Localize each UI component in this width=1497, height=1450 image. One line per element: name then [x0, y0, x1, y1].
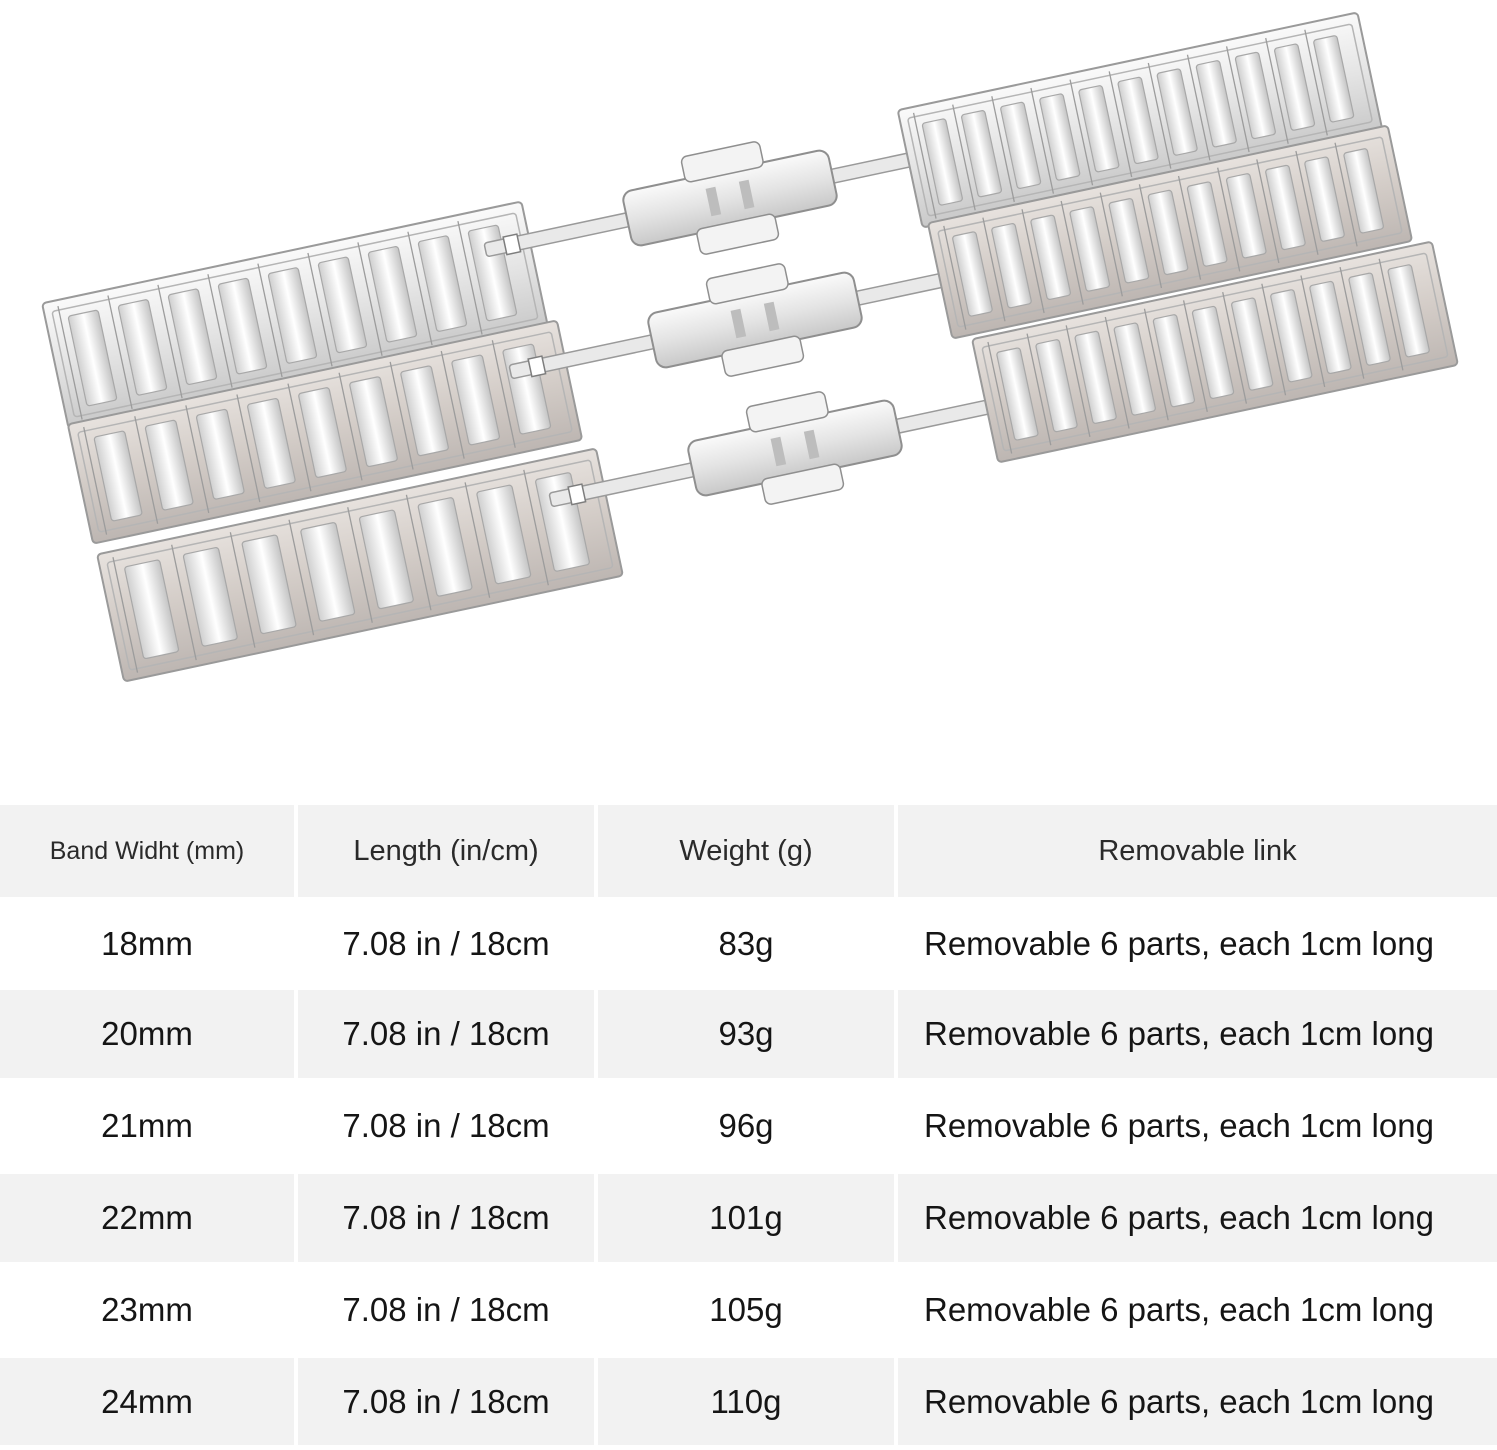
- band-width-cell: 20mm: [0, 990, 298, 1078]
- removable-link-cell: Removable 6 parts, each 1cm long: [924, 924, 1434, 962]
- band-width-cell: 23mm: [0, 1262, 298, 1358]
- weight-cell: 101g: [598, 1174, 898, 1262]
- product-image: [41, 12, 1459, 682]
- table-row: 21mm 7.08 in / 18cm 96g Removable 6 part…: [0, 1078, 1497, 1174]
- length-cell: 7.08 in / 18cm: [298, 990, 598, 1078]
- band-3-right-strap: [971, 241, 1459, 463]
- removable-link-cell: Removable 6 parts, each 1cm long: [924, 1199, 1434, 1236]
- length-cell: 7.08 in / 18cm: [298, 897, 598, 990]
- band-2-left-strap: [67, 320, 583, 544]
- removable-link-cell: Removable 6 parts, each 1cm long: [924, 1291, 1434, 1328]
- header-length: Length (in/cm): [298, 805, 598, 897]
- band-width-cell: 21mm: [0, 1078, 298, 1174]
- length-cell: 7.08 in / 18cm: [298, 1262, 598, 1358]
- table-row: 22mm 7.08 in / 18cm 101g Removable 6 par…: [0, 1174, 1497, 1262]
- table-row: 24mm 7.08 in / 18cm 110g Removable 6 par…: [0, 1358, 1497, 1445]
- table-row: 23mm 7.08 in / 18cm 105g Removable 6 par…: [0, 1262, 1497, 1358]
- length-cell: 7.08 in / 18cm: [298, 1358, 598, 1445]
- table-header-row: Band Widht (mm) Length (in/cm) Weight (g…: [0, 805, 1497, 897]
- removable-link-cell: Removable 6 parts, each 1cm long: [924, 1015, 1434, 1052]
- band-width-cell: 18mm: [0, 897, 298, 990]
- header-band-width: Band Widht (mm): [0, 805, 298, 897]
- band-2-right-strap: [927, 125, 1413, 339]
- weight-cell: 96g: [598, 1078, 898, 1174]
- weight-cell: 83g: [598, 897, 898, 990]
- removable-link-cell: Removable 6 parts, each 1cm long: [924, 1382, 1434, 1420]
- weight-cell: 110g: [598, 1358, 898, 1445]
- header-weight: Weight (g): [598, 805, 898, 897]
- band-3-clasp: [548, 388, 1042, 508]
- band-1-clasp: [483, 138, 977, 258]
- table-row: 20mm 7.08 in / 18cm 93g Removable 6 part…: [0, 990, 1497, 1078]
- weight-cell: 105g: [598, 1262, 898, 1358]
- band-3-left-strap: [96, 448, 624, 682]
- band-1-left-strap: [41, 201, 549, 429]
- table-row: 18mm 7.08 in / 18cm 83g Removable 6 part…: [0, 897, 1497, 990]
- spec-table: Band Widht (mm) Length (in/cm) Weight (g…: [0, 805, 1497, 1445]
- weight-cell: 93g: [598, 990, 898, 1078]
- header-removable-link: Removable link: [1098, 834, 1297, 867]
- band-1-right-strap: [897, 12, 1383, 228]
- length-cell: 7.08 in / 18cm: [298, 1078, 598, 1174]
- band-width-cell: 24mm: [0, 1358, 298, 1445]
- length-cell: 7.08 in / 18cm: [298, 1174, 598, 1262]
- removable-link-cell: Removable 6 parts, each 1cm long: [924, 1107, 1434, 1144]
- band-width-cell: 22mm: [0, 1174, 298, 1262]
